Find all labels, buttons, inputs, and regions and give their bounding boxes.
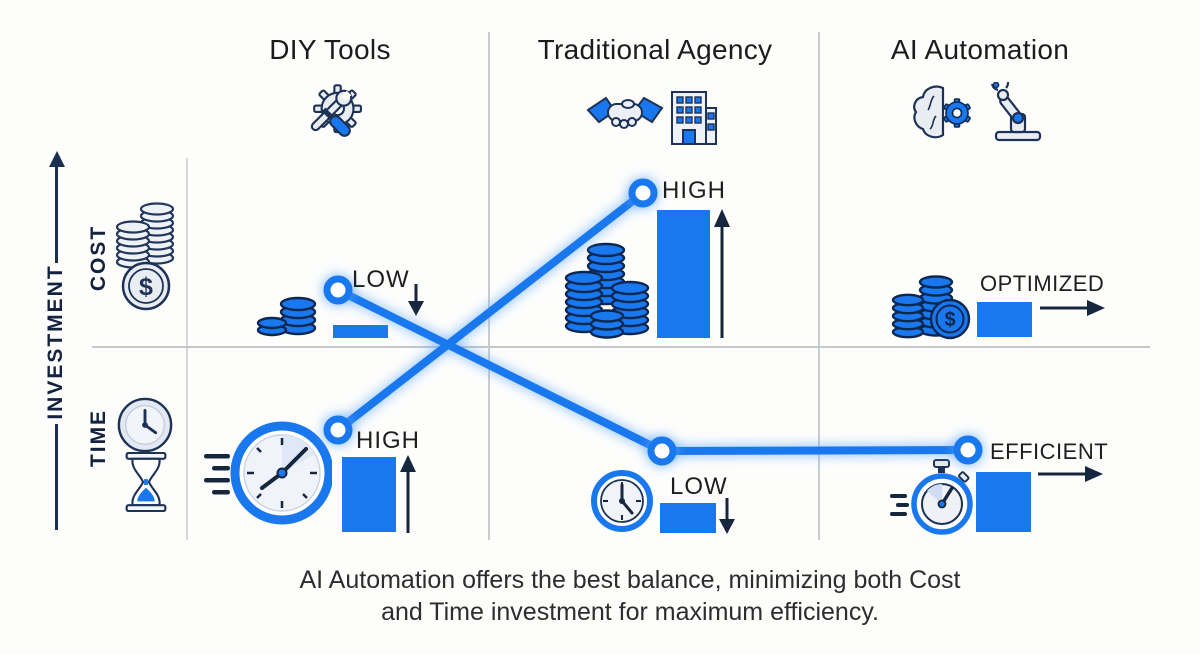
grid-divider-cost-time	[92, 346, 1150, 348]
dollar-coin-icon: $	[121, 261, 171, 311]
caption-line-2: and Time investment for maximum efficien…	[381, 598, 879, 626]
handshake-building-icon	[586, 91, 717, 145]
agency-cost-bar	[657, 210, 710, 338]
clock-icon	[117, 397, 173, 453]
column-header-traditional-agency: Traditional Agency	[537, 34, 773, 65]
trend-up-arrow-icon	[400, 455, 416, 533]
ai-time-value: EFFICIENT	[990, 439, 1109, 464]
trend-right-arrow-icon	[1040, 300, 1105, 316]
ai-cost-bar	[977, 302, 1032, 337]
ai-time-bar	[976, 472, 1031, 532]
blue-coins-large-icon	[564, 242, 650, 339]
ai-cost-value: OPTIMIZED	[980, 271, 1105, 296]
agency-cost-value: HIGH	[662, 177, 726, 204]
column-header-ai-automation: AI Automation	[890, 34, 1070, 65]
fast-clock-icon	[204, 421, 332, 525]
agency-time-bar	[660, 503, 716, 533]
diy-time-value: HIGH	[356, 427, 420, 454]
trend-up-arrow-icon	[714, 209, 730, 338]
node-agency-time	[647, 436, 677, 466]
grid-divider-diy-agency	[488, 32, 490, 540]
investment-axis-arrowhead	[49, 151, 65, 167]
investment-axis-line-top	[55, 166, 58, 263]
grid-left-boundary-line	[186, 158, 188, 540]
grid-divider-agency-ai	[818, 32, 820, 540]
small-clock-icon	[591, 470, 653, 532]
agency-time-value: LOW	[670, 473, 728, 500]
caption: AI Automation offers the best balance, m…	[70, 564, 1190, 628]
svg-text:$: $	[944, 309, 955, 331]
wrench-gear-icon	[310, 84, 362, 137]
diy-cost-value: LOW	[352, 266, 410, 293]
diy-cost-bar	[333, 325, 388, 338]
row-label-time: TIME	[87, 408, 110, 468]
node-agency-cost	[628, 178, 658, 208]
diy-time-bar	[342, 457, 396, 532]
row-label-cost: COST	[87, 224, 110, 292]
hourglass-icon	[125, 452, 167, 512]
blue-coins-dollar-icon: $	[891, 275, 971, 340]
node-diy-cost	[323, 275, 353, 305]
brain-robot-arm-icon	[913, 82, 1042, 142]
stopwatch-icon	[890, 459, 973, 535]
trend-right-arrow-icon	[1038, 466, 1103, 482]
caption-line-1: AI Automation offers the best balance, m…	[299, 566, 961, 594]
blue-coins-small-icon	[256, 296, 317, 337]
investment-axis-line-bottom	[55, 424, 58, 530]
column-header-diy-tools: DIY Tools	[269, 34, 391, 65]
investment-axis-label: INVESTMENT	[44, 264, 67, 420]
svg-text:$: $	[139, 273, 153, 301]
trend-down-arrow-icon	[719, 498, 735, 534]
